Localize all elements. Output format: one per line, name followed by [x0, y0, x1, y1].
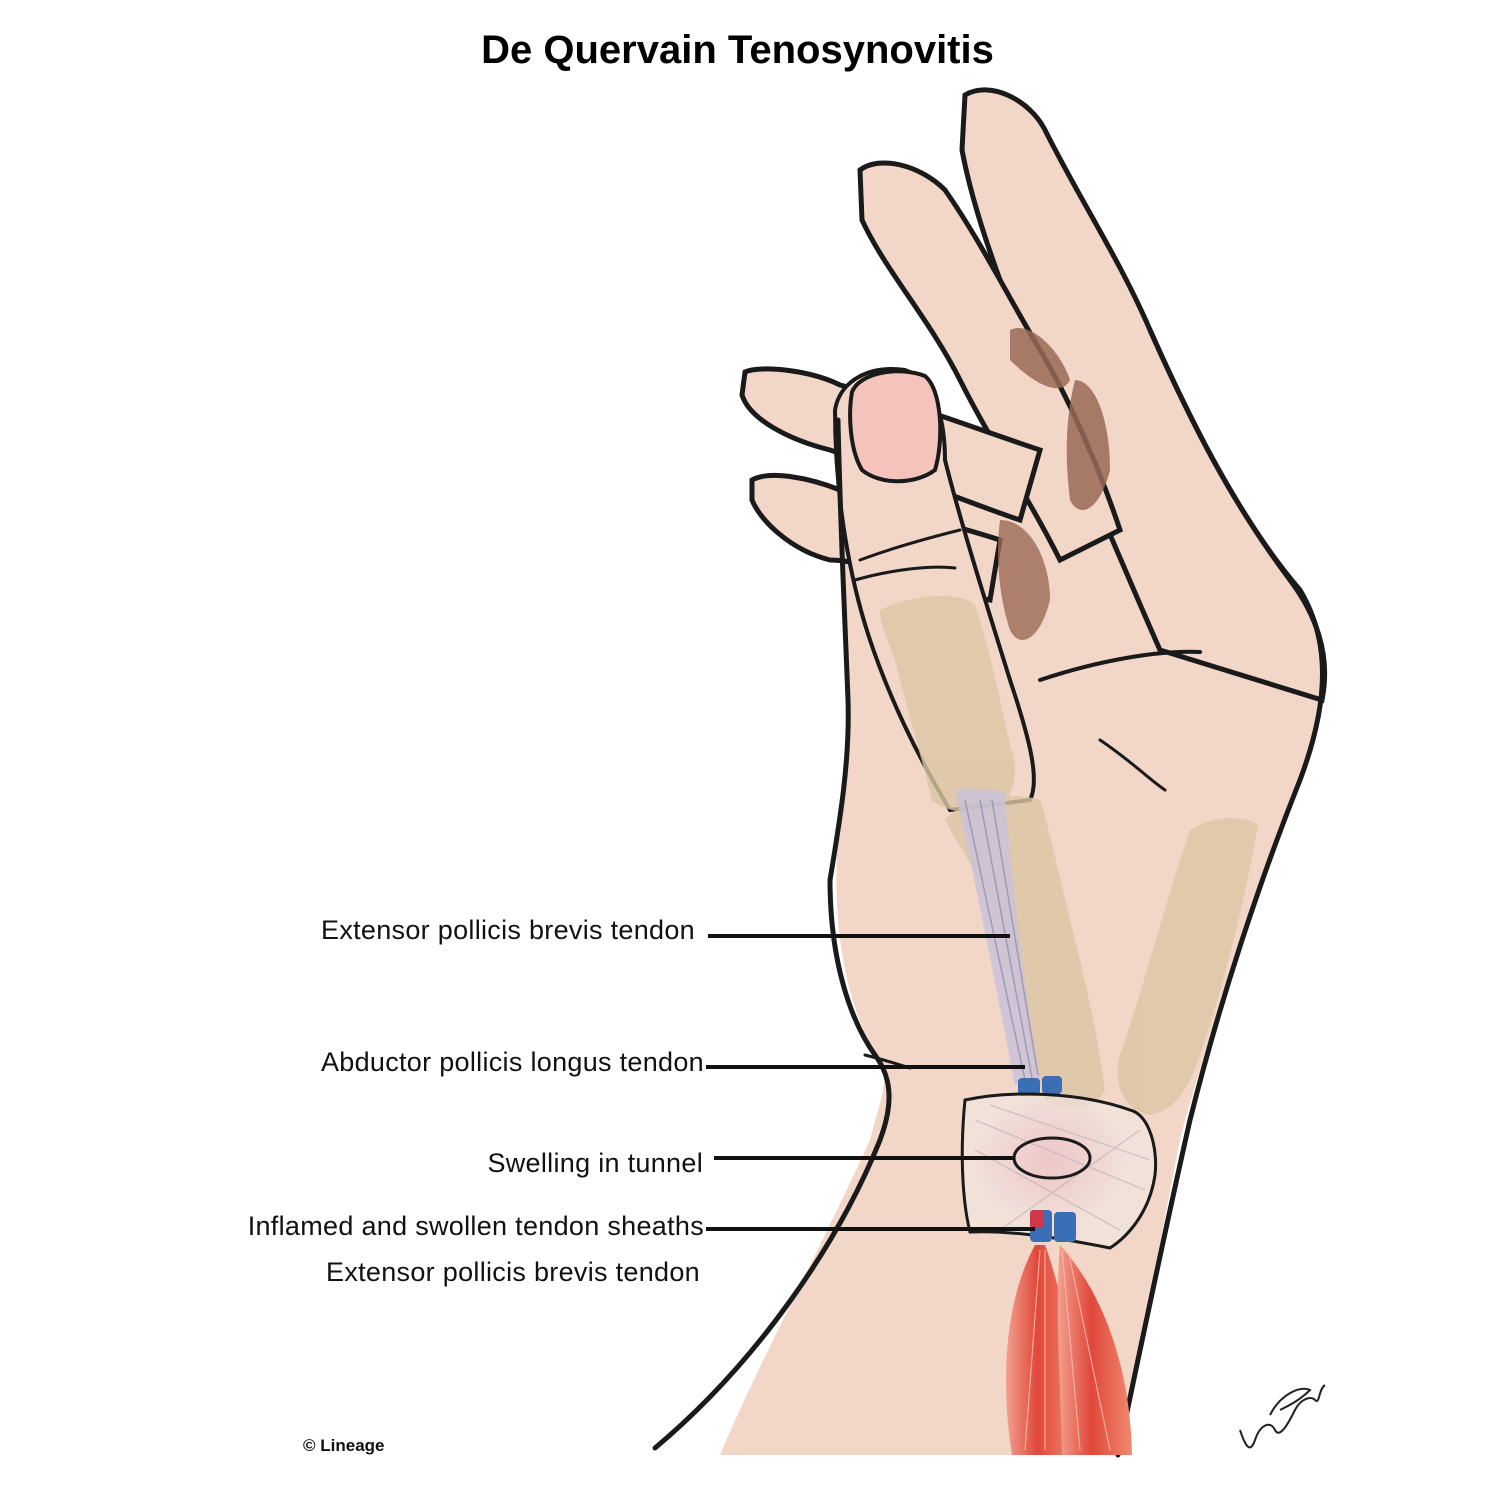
artist-signature	[1239, 1384, 1326, 1449]
leader-lines	[706, 934, 1035, 1231]
label-sheaths: Inflamed and swollen tendon sheaths	[247, 1211, 704, 1241]
hand-outline	[652, 327, 1325, 1458]
label-epb-lower: Extensor pollicis brevis tendon	[326, 1257, 700, 1287]
page-title: De Quervain Tenosynovitis	[481, 28, 994, 72]
hand-skin	[720, 87, 1328, 1455]
muscle	[1005, 1245, 1132, 1455]
copyright-notice: © Lineage	[303, 1436, 385, 1455]
tunnel	[960, 1092, 1158, 1250]
label-epb-upper: Extensor pollicis brevis tendon	[321, 915, 695, 945]
sheath-rings-upper	[1018, 1076, 1062, 1096]
label-swelling: Swelling in tunnel	[487, 1148, 703, 1178]
label-apl: Abductor pollicis longus tendon	[320, 1047, 704, 1077]
sheath-rings-lower	[1030, 1210, 1076, 1242]
